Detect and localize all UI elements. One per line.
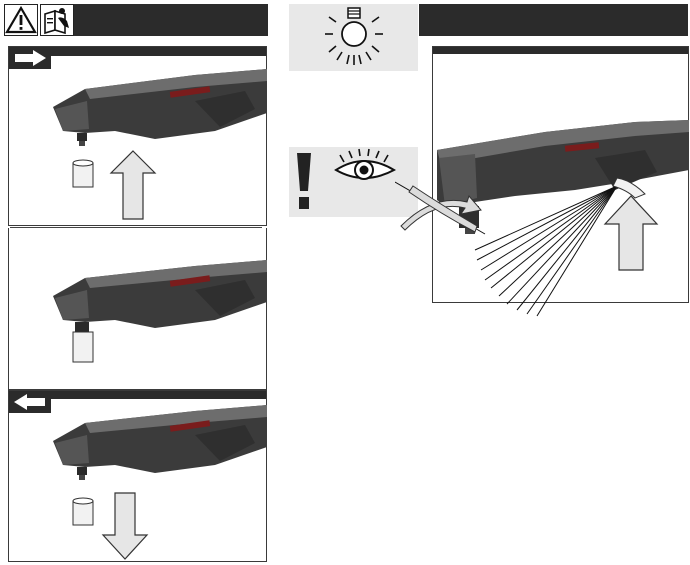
exclamation-icon (297, 153, 311, 209)
read-manual-icon (40, 4, 74, 36)
left-header (4, 4, 268, 36)
caution-icon-box (289, 147, 418, 217)
panel-remove-band (9, 391, 266, 399)
tool-illustration-remove (53, 405, 267, 560)
eye-icon (334, 148, 397, 180)
arrow-left-icon (9, 391, 51, 413)
right-header-band (419, 4, 688, 36)
panel-remove-socket (8, 390, 267, 562)
warning-triangle-icon (4, 4, 38, 36)
work-light-illustration (395, 120, 689, 317)
tool-illustration-attach (53, 69, 267, 220)
step-divider (10, 227, 262, 228)
panel-socket-attached (8, 228, 267, 390)
left-header-band (74, 4, 268, 36)
panel-work-light-band (433, 47, 688, 54)
panel-attach-socket (8, 46, 267, 226)
light-bulb-icon (325, 7, 383, 65)
arrow-right-icon (9, 47, 51, 69)
panel-attach-band (9, 47, 266, 56)
light-icon-box (289, 4, 418, 71)
tool-illustration-attached (53, 260, 267, 363)
